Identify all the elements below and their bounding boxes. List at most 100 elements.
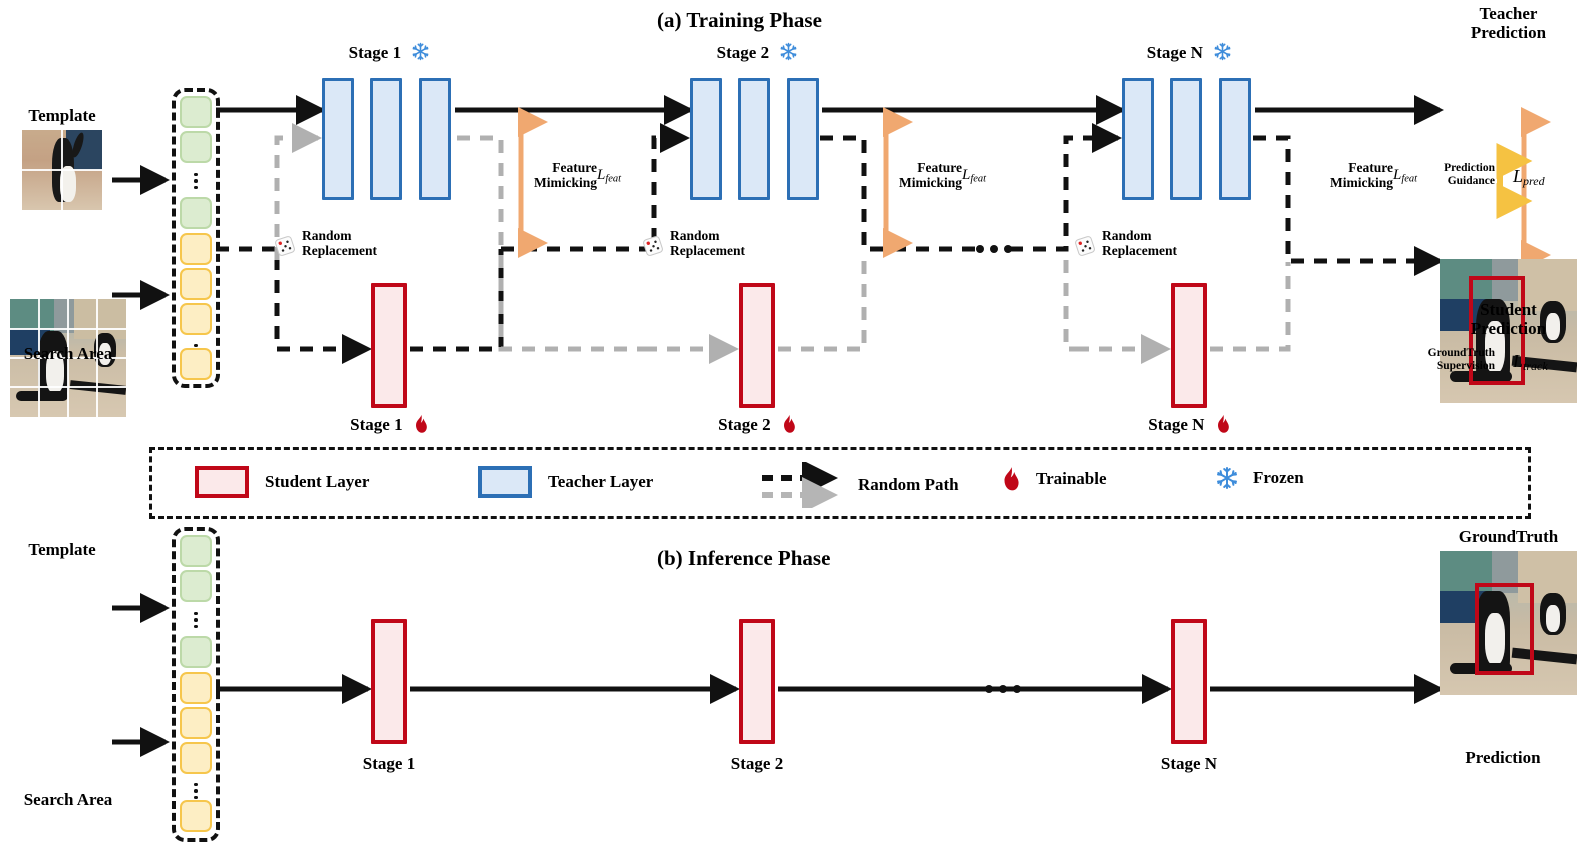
token-ellipsis-search — [180, 778, 212, 804]
legend-item-random-path: Random Path — [760, 462, 959, 508]
random-replacement-label-2b: Replacement — [670, 243, 745, 259]
token-column-infer — [172, 527, 220, 842]
template-token — [180, 96, 212, 128]
legend-label-random-path: Random Path — [858, 475, 959, 494]
teacher-bbox — [1469, 276, 1525, 385]
snowflake-icon — [412, 42, 429, 61]
teacher-prediction-line1: Teacher — [1479, 4, 1538, 23]
search-token — [180, 742, 212, 774]
teacher-layer-block — [1122, 78, 1154, 200]
search-token — [180, 707, 212, 739]
feature-mimicking-label-3b: Mimicking — [1330, 175, 1393, 191]
teacher-layer-block — [322, 78, 354, 200]
panel-b-title: (b) Inference Phase — [657, 546, 831, 570]
token-column-train — [172, 88, 220, 388]
template-token — [180, 570, 212, 602]
random-path-black — [216, 123, 1445, 364]
search-area-image-train — [10, 299, 126, 417]
random-replacement-label-2a: Random — [670, 228, 720, 243]
prediction-guidance-line1: Prediction — [1444, 162, 1495, 174]
teacher-stage-1-label: Stage 1 — [322, 42, 457, 63]
feature-mimicking-label-1b: Mimicking — [534, 175, 597, 191]
inference-stage-2-block — [739, 619, 775, 744]
snowflake-icon — [1217, 467, 1237, 489]
student-prediction-label: Student Prediction — [1440, 300, 1577, 338]
legend-label-frozen: Frozen — [1253, 468, 1304, 487]
search-token — [180, 348, 212, 380]
student-layer-block-1 — [371, 283, 407, 408]
search-token — [180, 672, 212, 704]
template-label-train: Template — [28, 106, 96, 125]
feature-mimicking-2: Feature Mimicking Lfeat — [899, 160, 986, 190]
snowflake-icon — [780, 42, 797, 61]
search-token — [180, 268, 212, 300]
student-stage-2-name: Stage 2 — [718, 415, 771, 434]
groundtruth-supervision-line2: Supervision — [1436, 360, 1495, 373]
teacher-prediction-label: Teacher Prediction — [1440, 4, 1577, 42]
inference-stage-1-label: Stage 1 — [362, 754, 416, 773]
template-token — [180, 197, 212, 229]
panel-a-title: (a) Training Phase — [657, 8, 822, 32]
search-token — [180, 303, 212, 335]
groundtruth-label: GroundTruth — [1458, 527, 1559, 546]
inference-input-arrows — [112, 593, 171, 757]
inference-stage-n-label: Stage N — [1160, 754, 1218, 773]
loss-pred: Lpred — [1513, 166, 1545, 188]
search-area-label-train: Search Area — [23, 344, 113, 363]
feature-mimicking-1: Feature Mimicking Lfeat — [534, 160, 621, 190]
teacher-stage-1-name: Stage 1 — [348, 43, 402, 62]
legend-item-teacher-layer: Teacher Layer — [478, 466, 653, 498]
template-token — [180, 131, 212, 163]
flame-icon — [1217, 414, 1229, 433]
training-path-ellipsis — [976, 244, 1012, 254]
student-stage-n-name: Stage N — [1148, 415, 1205, 434]
inference-path-ellipsis — [985, 684, 1021, 694]
search-token — [180, 233, 212, 265]
feature-mimicking-label-3a: Feature — [1348, 160, 1393, 175]
feature-mimicking-label-2a: Feature — [917, 160, 962, 175]
dashed-arrow-icon — [762, 462, 838, 508]
teacher-stage-n-name: Stage N — [1146, 43, 1203, 62]
teacher-layer-block — [738, 78, 770, 200]
snowflake-icon — [1214, 42, 1231, 61]
student-bbox — [1475, 583, 1534, 675]
feature-mimicking-label-1a: Feature — [552, 160, 597, 175]
inference-stage-1-block — [371, 619, 407, 744]
dice-icon — [1075, 236, 1095, 256]
dice-icon — [275, 236, 295, 256]
search-token — [180, 800, 212, 832]
loss-feat-3: Lfeat — [1393, 166, 1418, 185]
teacher-layer-block — [787, 78, 819, 200]
legend-item-trainable: Trainable — [1000, 466, 1107, 492]
random-replacement-label-3b: Replacement — [1102, 243, 1177, 259]
template-label-infer: Template — [28, 540, 96, 559]
flame-icon — [1004, 467, 1019, 491]
student-stage-1-name: Stage 1 — [350, 415, 403, 434]
random-path-gray — [274, 123, 1291, 364]
teacher-layer-block — [1170, 78, 1202, 200]
search-area-label-infer: Search Area — [23, 790, 113, 809]
student-layer-block-n — [1171, 283, 1207, 408]
teacher-layer-block — [370, 78, 402, 200]
teacher-prediction-image — [1440, 259, 1577, 403]
loss-feat-1: Lfeat — [597, 166, 622, 185]
legend-label-student-layer: Student Layer — [265, 472, 370, 491]
inference-stage-n-block — [1171, 619, 1207, 744]
teacher-layer-block — [419, 78, 451, 200]
teacher-layer-block — [690, 78, 722, 200]
legend-item-frozen: Frozen — [1215, 466, 1304, 490]
teacher-layer-block — [1219, 78, 1251, 200]
teacher-stage-2-label: Stage 2 — [690, 42, 825, 63]
template-token — [180, 535, 212, 567]
loss-feat-2: Lfeat — [962, 166, 987, 185]
random-replacement-label-3a: Random — [1102, 228, 1152, 243]
student-box-icon — [195, 466, 249, 498]
dice-icon — [643, 236, 663, 256]
legend-label-trainable: Trainable — [1036, 469, 1107, 488]
teacher-prediction-line2: Prediction — [1470, 23, 1547, 43]
student-stage-2-label: Stage 2 — [688, 414, 828, 435]
legend-item-student-layer: Student Layer — [195, 466, 369, 498]
prediction-guidance-line2: Guidance — [1447, 175, 1495, 188]
flame-icon — [415, 414, 427, 433]
